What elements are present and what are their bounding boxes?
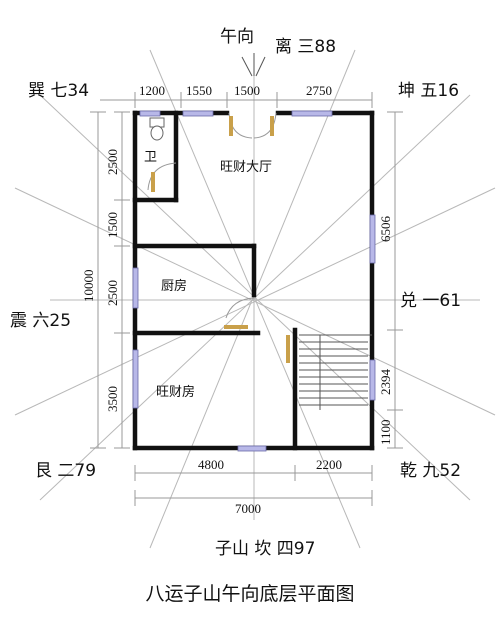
label-bottom-star: 子山 坎 四97 (215, 539, 315, 559)
dim-bottom-1: 4800 (198, 457, 224, 472)
dim-right-mid: 2394 (378, 369, 393, 396)
dim-top-3: 1500 (234, 83, 260, 98)
windows (132, 110, 376, 452)
label-ne-star: 坤 五16 (398, 81, 459, 101)
dim-left-total: 10000 (81, 270, 96, 303)
dim-top-1: 1200 (139, 83, 165, 98)
label-e-star: 兑 一61 (400, 291, 461, 311)
label-nw-star: 巽 七34 (28, 81, 89, 101)
main-door-right (270, 116, 274, 136)
dim-left-4: 3500 (105, 386, 120, 412)
window-toilet (139, 110, 161, 117)
bedroom-door (224, 325, 248, 329)
window-east (369, 214, 376, 264)
label-se-star: 乾 九52 (400, 461, 461, 481)
window-bedroom (132, 349, 139, 409)
room-label-toilet: 卫 (144, 150, 157, 165)
dim-bottom-total: 7000 (235, 501, 261, 516)
north-arrows (241, 53, 266, 77)
dim-left-3: 2500 (105, 280, 120, 306)
main-door-left (229, 116, 233, 136)
dim-right-upper: 6506 (378, 216, 393, 243)
compass-line-ene-wsw (14, 187, 496, 416)
window-kitchen (132, 267, 139, 309)
compass-line-nne-ssw (149, 49, 356, 549)
door-leaves (151, 116, 290, 363)
figure-caption: 八运子山午向底层平面图 (145, 583, 354, 605)
dimension-lines (90, 92, 403, 506)
dim-top-4: 2750 (306, 83, 332, 98)
compass-line-ne-sw (39, 94, 471, 501)
room-label-hall: 旺财大厅 (220, 160, 272, 175)
dim-left-1: 2500 (105, 149, 120, 175)
dim-bottom-2: 2200 (316, 457, 342, 472)
room-label-kitchen: 厨房 (161, 278, 187, 294)
window-hall-right (291, 110, 333, 117)
room-label-bedroom: 旺财房 (156, 384, 195, 400)
toilet-fixture (149, 117, 165, 141)
toilet-door (151, 172, 155, 192)
label-top-star: 离 三88 (275, 37, 336, 57)
label-top-direction: 午向 (220, 27, 254, 47)
stair-door (286, 335, 290, 363)
label-w-star: 震 六25 (10, 311, 71, 331)
dim-left-2: 1500 (105, 212, 120, 238)
dim-right-lower: 1100 (378, 419, 393, 445)
label-sw-star: 艮 二79 (35, 461, 96, 481)
dim-top-2: 1550 (186, 83, 212, 98)
window-south (237, 445, 267, 452)
window-hall-left (182, 110, 214, 117)
compass-line-nnw-sse (149, 49, 361, 549)
staircase (299, 334, 372, 410)
window-stair (369, 359, 376, 401)
